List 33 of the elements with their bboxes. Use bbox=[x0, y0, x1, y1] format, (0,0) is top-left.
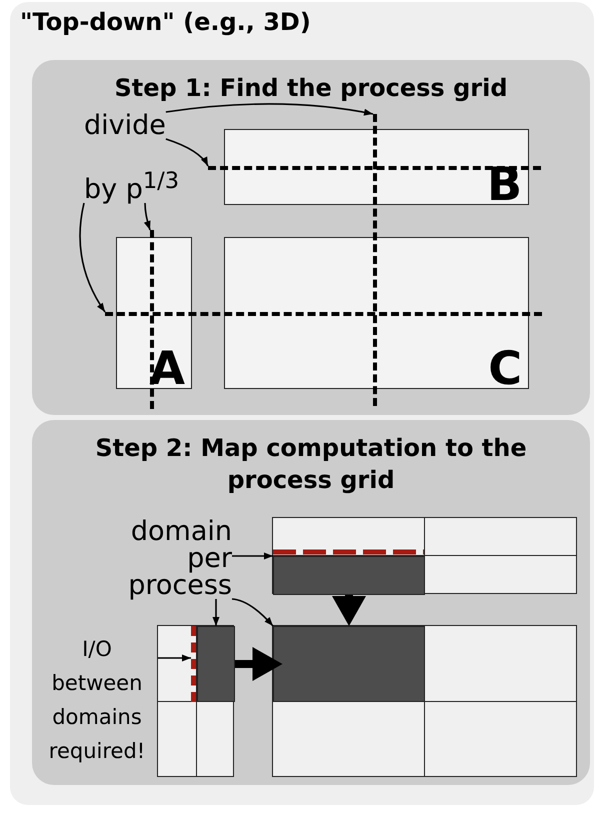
block-arrow bbox=[235, 647, 282, 681]
process-domain-cell bbox=[197, 626, 235, 702]
panel-title: "Top-down" (e.g., 3D) bbox=[20, 7, 311, 38]
leader-arrow bbox=[166, 138, 209, 166]
matrix-block bbox=[224, 129, 529, 205]
leader-arrow bbox=[232, 598, 274, 627]
matrix-letter: C bbox=[488, 342, 522, 394]
dashed-split-line bbox=[373, 114, 377, 406]
process-grid bbox=[272, 517, 577, 594]
leader-arrow bbox=[158, 654, 191, 662]
annotation-text: divide bbox=[84, 112, 166, 139]
process-grid bbox=[157, 625, 234, 777]
annotation-text: I/O between domains required! bbox=[36, 632, 158, 768]
leader-arrow bbox=[79, 202, 106, 312]
dashed-split-line bbox=[105, 312, 542, 316]
leader-arrow bbox=[212, 599, 220, 626]
block-arrow bbox=[332, 595, 366, 626]
matrix-block bbox=[116, 237, 192, 389]
matrix-letter: A bbox=[149, 342, 185, 394]
leader-arrow bbox=[166, 103, 374, 116]
matrix-block bbox=[224, 237, 529, 389]
annotation-text: by p$^{1/3}$ bbox=[84, 168, 180, 203]
process-domain-cell bbox=[273, 556, 425, 595]
step-heading: Step 1: Find the process grid bbox=[113, 73, 508, 104]
annotation-text: domain per process bbox=[100, 518, 232, 599]
leader-arrow bbox=[144, 202, 151, 230]
step-heading: Step 2: Map computation to the process grid bbox=[94, 433, 528, 496]
step-panel bbox=[32, 60, 590, 415]
leader-arrow bbox=[232, 552, 273, 560]
outer-panel bbox=[10, 2, 594, 805]
process-domain-cell bbox=[273, 626, 425, 702]
step-panel bbox=[32, 420, 590, 785]
process-grid bbox=[272, 625, 577, 777]
